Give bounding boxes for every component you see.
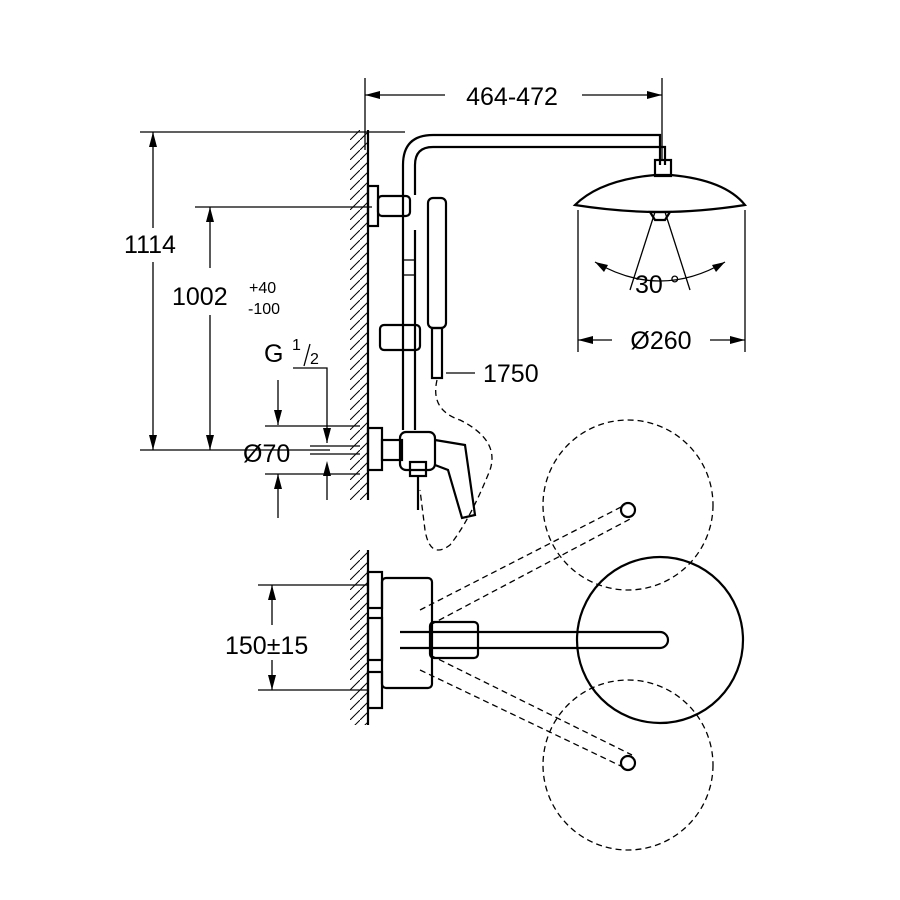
wall-upper	[350, 130, 370, 500]
adjust-tol-minus: -100	[248, 301, 280, 318]
thread-letter: G	[264, 340, 283, 368]
adjust-height-label: 1002	[172, 283, 228, 311]
hose-length-label: 1750	[483, 360, 539, 388]
shower-head	[572, 158, 748, 291]
total-height-label: 1114	[124, 231, 176, 259]
centres-dimension	[258, 584, 368, 691]
rosette-dimension	[265, 380, 360, 518]
total-height-dimension	[140, 131, 405, 451]
mixer	[366, 426, 477, 520]
centres-label: 150±15	[225, 632, 308, 660]
head-diameter-label: Ø260	[630, 327, 691, 355]
adjust-tol-plus: +40	[249, 280, 276, 297]
plan-view	[366, 419, 745, 851]
thread-leader	[293, 367, 331, 500]
spray-angle-label: 30 °	[635, 271, 680, 299]
shower-riser	[366, 133, 667, 430]
head-diameter-dimension	[577, 210, 746, 352]
fraction-slash	[303, 343, 311, 367]
width-range-label: 464-472	[466, 83, 558, 111]
wall-lower	[350, 550, 370, 725]
hand-shower	[419, 196, 493, 551]
thread-numerator: 1	[292, 337, 301, 354]
adjust-height-dimension	[195, 206, 372, 450]
thread-denominator: 2	[310, 351, 319, 368]
rosette-diameter-label: Ø70	[243, 440, 290, 468]
